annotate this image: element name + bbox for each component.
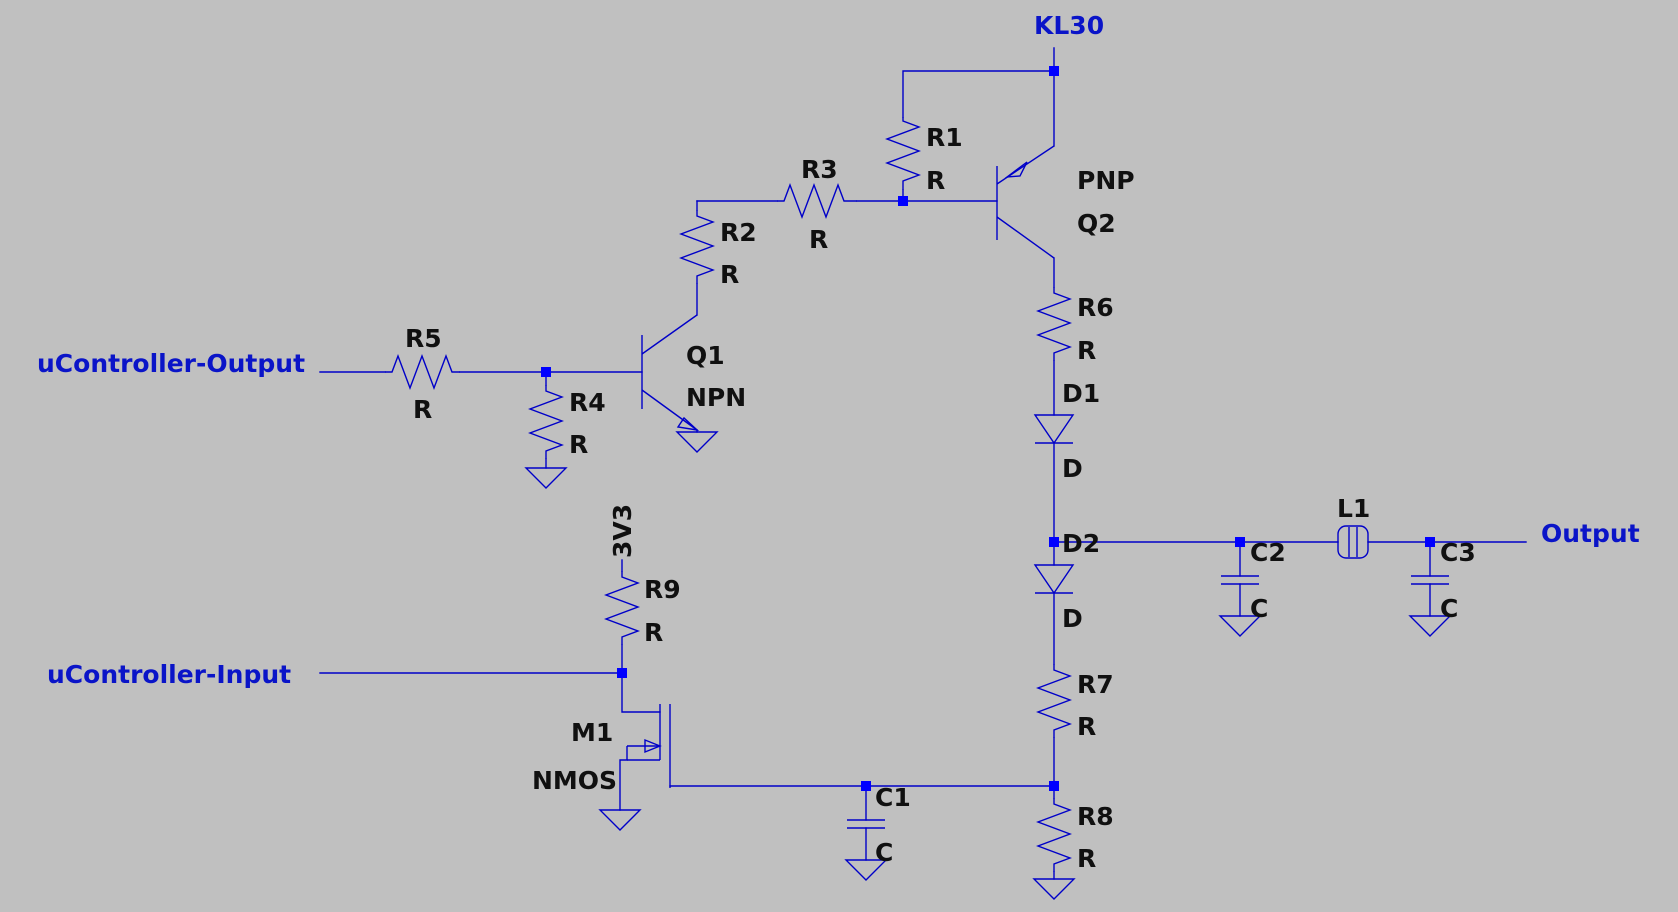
l1-ref-label: L1 — [1337, 494, 1370, 523]
q1-collector-leg — [641, 314, 698, 355]
ground-icon — [675, 431, 719, 453]
r1-ref-label: R1 — [926, 123, 963, 152]
q1-ref-label: Q1 — [686, 341, 725, 370]
junction-dot — [898, 196, 908, 206]
r9-value-label: R — [644, 618, 663, 647]
ferrite-l1[interactable] — [1337, 525, 1369, 559]
resistor-r6[interactable] — [1036, 287, 1072, 361]
resistor-r8[interactable] — [1036, 798, 1072, 872]
junction-dot — [1425, 537, 1435, 547]
r3-value-label: R — [809, 225, 828, 254]
resistor-r3[interactable] — [777, 183, 857, 219]
grounds — [524, 431, 1452, 900]
junction-dot — [1049, 66, 1059, 76]
ground-icon — [844, 859, 888, 881]
ground-icon — [1032, 878, 1076, 900]
r7-value-label: R — [1077, 712, 1096, 741]
junction-dot — [541, 367, 551, 377]
d1-value-label: D — [1062, 454, 1083, 483]
d2-triangle — [1033, 564, 1075, 595]
r8-ref-label: R8 — [1077, 802, 1114, 831]
m1-ref-label: M1 — [571, 718, 613, 747]
resistor-r7[interactable] — [1036, 664, 1072, 738]
net-label-uc-output[interactable]: uController-Output — [37, 349, 305, 378]
c2-ref-label: C2 — [1250, 538, 1286, 567]
q1-value-label: NPN — [686, 383, 746, 412]
resistor-r4[interactable] — [528, 385, 564, 459]
resistor-r1[interactable] — [885, 117, 921, 190]
c3-ref-label: C3 — [1440, 538, 1476, 567]
ground-icon — [1408, 615, 1452, 637]
m1-value-label: NMOS — [532, 766, 617, 795]
d2-ref-label: D2 — [1062, 529, 1100, 558]
q2-emitter-arrow — [1004, 161, 1028, 178]
junction-dot — [1049, 781, 1059, 791]
r1-value-label: R — [926, 166, 945, 195]
junction-dot — [861, 781, 871, 791]
r5-ref-label: R5 — [405, 324, 442, 353]
component-labels: R1 R R3 R PNP Q2 R2 R R6 R R5 R Q1 NPN R… — [405, 123, 1476, 873]
r4-value-label: R — [569, 430, 588, 459]
net-labels: KL30 uController-Output uController-Inpu… — [37, 11, 1640, 689]
diode-d1[interactable] — [1033, 414, 1075, 445]
diode-d2[interactable] — [1033, 564, 1075, 595]
junction-dot — [1235, 537, 1245, 547]
net-label-output[interactable]: Output — [1541, 519, 1640, 548]
capacitor-c1[interactable] — [847, 819, 885, 829]
r6-ref-label: R6 — [1077, 293, 1114, 322]
resistor-r2[interactable] — [679, 210, 715, 284]
r7-ref-label: R7 — [1077, 670, 1114, 699]
resistor-r5[interactable] — [385, 354, 460, 390]
c3-value-label: C — [1440, 594, 1458, 623]
q2-value-label: PNP — [1077, 166, 1135, 195]
resistors — [385, 117, 1072, 872]
r2-value-label: R — [720, 260, 739, 289]
r6-value-label: R — [1077, 336, 1096, 365]
d1-ref-label: D1 — [1062, 379, 1100, 408]
ground-icon — [1218, 615, 1262, 637]
c2-value-label: C — [1250, 594, 1268, 623]
r9-ref-label: R9 — [644, 575, 681, 604]
r4-ref-label: R4 — [569, 388, 606, 417]
ground-icon — [598, 809, 642, 831]
r2-ref-label: R2 — [720, 218, 757, 247]
junction-dot — [1049, 537, 1059, 547]
m1-body-arrow — [644, 738, 662, 754]
resistor-r9[interactable] — [604, 571, 640, 645]
capacitor-c2[interactable] — [1221, 575, 1259, 585]
r5-value-label: R — [413, 395, 432, 424]
q1-emitter-leg — [641, 389, 698, 431]
net-label-kl30[interactable]: KL30 — [1034, 11, 1104, 40]
r3-ref-label: R3 — [801, 155, 838, 184]
wire-kl30-r1-top[interactable] — [902, 47, 1055, 118]
transistor-q1-npn[interactable] — [641, 314, 700, 432]
net-label-3v3[interactable]: 3V3 — [608, 504, 637, 558]
c1-ref-label: C1 — [875, 783, 911, 812]
capacitor-c3[interactable] — [1411, 575, 1449, 585]
r8-value-label: R — [1077, 844, 1096, 873]
wire-m1-source-gnd[interactable] — [619, 759, 628, 811]
q1-emitter-arrow — [676, 416, 700, 432]
junction-dot — [617, 668, 627, 678]
q2-collector-leg — [996, 216, 1055, 259]
ground-icon — [524, 467, 568, 489]
q2-ref-label: Q2 — [1077, 209, 1116, 238]
d2-value-label: D — [1062, 604, 1083, 633]
l1-body — [1337, 525, 1369, 559]
junctions — [541, 66, 1435, 791]
net-label-uc-input[interactable]: uController-Input — [47, 660, 291, 689]
mosfet-m1-nmos[interactable] — [626, 704, 671, 788]
d1-triangle — [1033, 414, 1075, 445]
c1-value-label: C — [875, 838, 893, 867]
wire-gate-m1[interactable] — [621, 672, 661, 713]
transistor-q2-pnp[interactable] — [996, 145, 1055, 259]
